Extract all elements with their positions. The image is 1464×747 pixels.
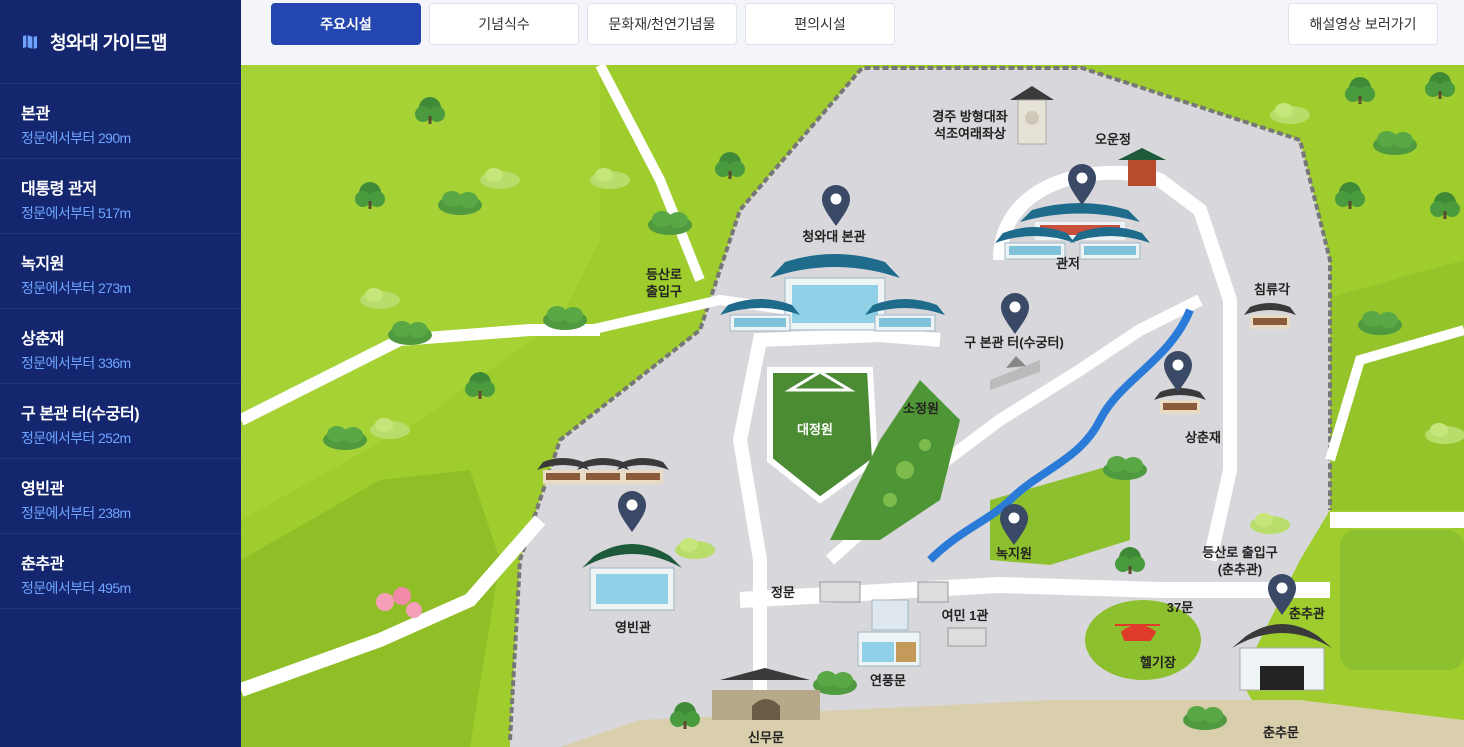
sidebar-item-distance: 정문에서부터 290m xyxy=(21,130,131,146)
label-buddha-1: 경주 방형대좌 xyxy=(932,109,1007,124)
sidebar-item-name: 대통령 관저 xyxy=(21,181,97,198)
label-sinmumun: 신무문 xyxy=(748,730,784,745)
watch-video-button[interactable]: 해설영상 보러가기 xyxy=(1288,3,1438,45)
label-trail-2-line1: 등산로 출입구 xyxy=(1202,545,1277,560)
sidebar-item-old-main-site[interactable]: 구 본관 터(수궁터) 정문에서부터 252m xyxy=(0,384,241,459)
label-buddha-2: 석조여래좌상 xyxy=(934,126,1006,141)
sidebar-item-chunchugwan[interactable]: 춘추관 정문에서부터 495m xyxy=(0,534,241,609)
label-sangchunjae: 상춘재 xyxy=(1185,430,1221,445)
label-yeongbingwan: 영빈관 xyxy=(615,620,651,635)
sidebar-title: 청와대 가이드맵 xyxy=(50,32,167,53)
tab-main-facilities[interactable]: 주요시설 xyxy=(271,3,421,45)
label-ounjeong: 오운정 xyxy=(1095,132,1131,147)
sidebar-item-nokjiwon[interactable]: 녹지원 정문에서부터 273m xyxy=(0,234,241,309)
sidebar-item-name: 본관 xyxy=(21,106,50,123)
buddha-statue xyxy=(1010,86,1054,145)
label-jeongmun: 정문 xyxy=(771,585,795,600)
sidebar: 청와대 가이드맵 본관 정문에서부터 290m 대통령 관저 정문에서부터 51… xyxy=(0,0,241,747)
old-main-site-monument xyxy=(990,356,1040,390)
chimnyugak-building xyxy=(1244,303,1296,329)
label-chimnyugak: 침류각 xyxy=(1254,282,1290,297)
label-trail-1-line2: 출입구 xyxy=(646,284,682,299)
label-sojeongwon: 소정원 xyxy=(903,401,939,416)
sidebar-item-main-hall[interactable]: 본관 정문에서부터 290m xyxy=(0,84,241,159)
sidebar-item-name: 상춘재 xyxy=(21,331,64,348)
chunchugwan-building xyxy=(1232,624,1332,691)
label-yeomin: 여민 1관 xyxy=(942,608,989,623)
sidebar-header: 청와대 가이드맵 xyxy=(0,0,241,84)
sidebar-item-distance: 정문에서부터 336m xyxy=(21,355,131,371)
label-gate-37: 37문 xyxy=(1167,600,1193,615)
sidebar-item-residence[interactable]: 대통령 관저 정문에서부터 517m xyxy=(0,159,241,234)
label-main-hall: 청와대 본관 xyxy=(802,229,865,244)
label-residence: 관저 xyxy=(1056,256,1080,271)
label-daejeongwon: 대정원 xyxy=(797,422,833,437)
label-chunchugwan: 춘추관 xyxy=(1289,606,1325,621)
sidebar-item-yeongbingwan[interactable]: 영빈관 정문에서부터 238m xyxy=(0,459,241,534)
label-yeonpungmun: 연풍문 xyxy=(870,673,906,688)
tab-amenities[interactable]: 편의시설 xyxy=(745,3,895,45)
sidebar-item-distance: 정문에서부터 238m xyxy=(21,505,131,521)
sidebar-item-name: 춘추관 xyxy=(21,556,64,573)
guide-map[interactable]: 경주 방형대좌 석조여래좌상 오운정 청와대 본관 관저 등산로 출입구 침류각… xyxy=(241,65,1464,747)
map-canvas[interactable]: 경주 방형대좌 석조여래좌상 오운정 청와대 본관 관저 등산로 출입구 침류각… xyxy=(241,65,1464,747)
label-trail-2-line2: (춘추관) xyxy=(1218,562,1263,577)
category-bar: 주요시설 기념식수 문화재/천연기념물 편의시설 해설영상 보러가기 xyxy=(241,0,1464,65)
label-chunchumun: 춘추문 xyxy=(1263,725,1299,740)
sidebar-item-sangchunjae[interactable]: 상춘재 정문에서부터 336m xyxy=(0,309,241,384)
sidebar-item-name: 구 본관 터(수궁터) xyxy=(21,406,140,423)
sidebar-item-distance: 정문에서부터 495m xyxy=(21,580,131,596)
sangchunjae-building xyxy=(1154,388,1206,414)
ounjeong-pavilion xyxy=(1118,148,1166,186)
tab-cultural-heritage[interactable]: 문화재/천연기념물 xyxy=(587,3,737,45)
sidebar-item-distance: 정문에서부터 252m xyxy=(21,430,131,446)
tab-memorial-trees[interactable]: 기념식수 xyxy=(429,3,579,45)
map-icon xyxy=(23,34,37,49)
main-hall-building xyxy=(719,254,946,332)
sidebar-item-name: 녹지원 xyxy=(21,256,64,273)
residence-building xyxy=(994,203,1151,260)
sidebar-item-name: 영빈관 xyxy=(21,481,64,498)
yeomin-building xyxy=(819,581,987,647)
yeonpungmun-building xyxy=(857,599,921,667)
sidebar-item-distance: 정문에서부터 517m xyxy=(21,205,131,221)
label-heliport: 헬기장 xyxy=(1140,655,1176,670)
sidebar-item-distance: 정문에서부터 273m xyxy=(21,280,131,296)
label-trail-1-line1: 등산로 xyxy=(646,267,682,282)
sinmumun-gate xyxy=(712,668,820,720)
label-old-main-site: 구 본관 터(수궁터) xyxy=(964,335,1064,350)
yeongbingwan-building xyxy=(582,544,682,611)
label-nokjiwon: 녹지원 xyxy=(996,546,1032,561)
